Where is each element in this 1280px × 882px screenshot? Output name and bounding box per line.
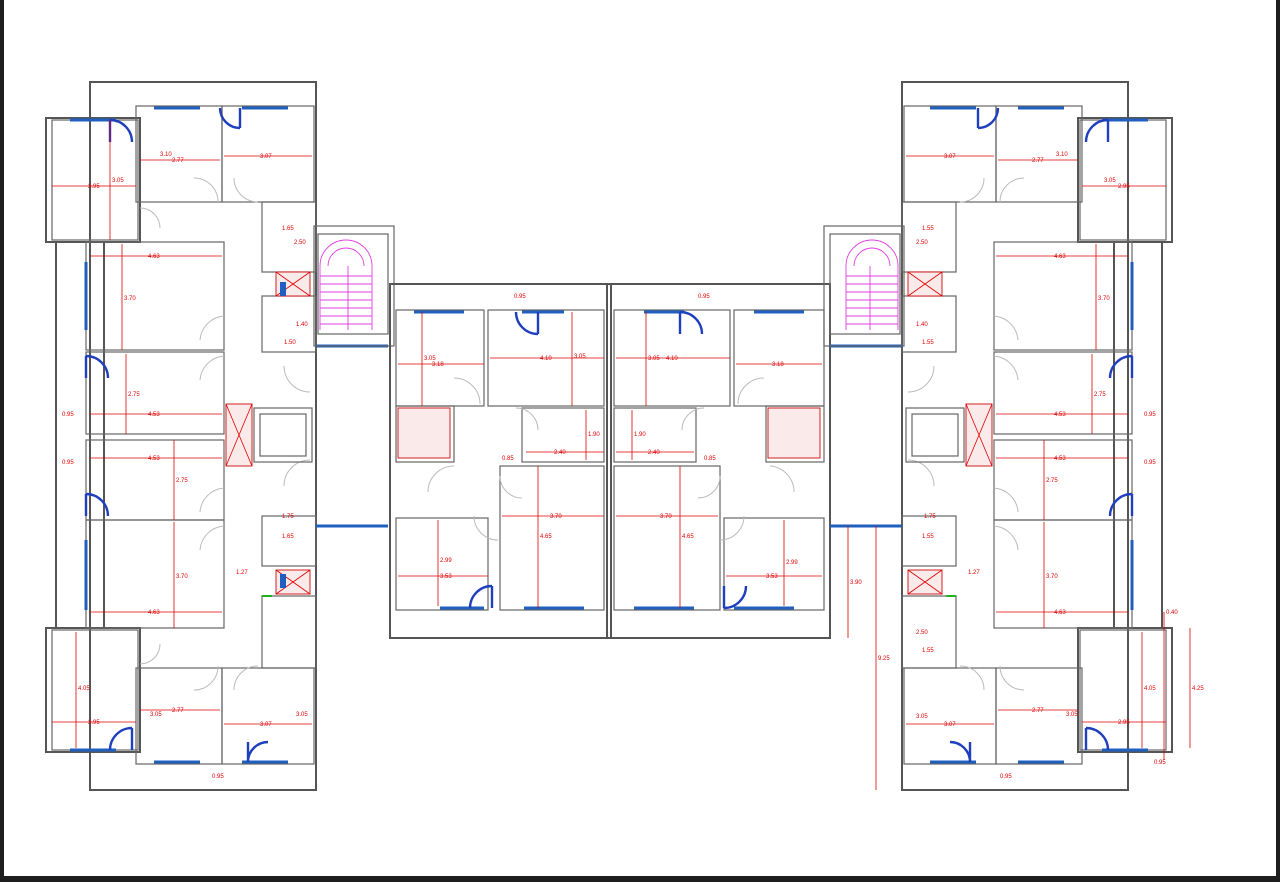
- dim-label: 0.95: [62, 412, 74, 418]
- dim-label: 3.05: [916, 714, 928, 720]
- dim-label: 3.70: [550, 514, 562, 520]
- dim-label: 3.07: [260, 722, 272, 728]
- dim-label: 3.70: [176, 574, 188, 580]
- dim-label: 1.27: [236, 570, 248, 576]
- dim-label: 0.95: [1144, 412, 1156, 418]
- dim-label: 4.53: [1054, 456, 1066, 462]
- dim-label: 2.95: [88, 720, 100, 726]
- dim-label: 1.55: [922, 340, 934, 346]
- dim-label: 1.65: [282, 534, 294, 540]
- dim-label: 4.53: [148, 456, 160, 462]
- left-stair: [313, 225, 395, 347]
- dim-label: 2.99: [440, 558, 452, 564]
- dim-label: 0.95: [62, 460, 74, 466]
- dim-label: 3.90: [850, 580, 862, 586]
- dim-label: 3.70: [1046, 574, 1058, 580]
- dim-label: 3.05: [150, 712, 162, 718]
- left-wing: [45, 81, 388, 791]
- dim-label: 1.55: [922, 226, 934, 232]
- right-wing: [823, 81, 1173, 791]
- dim-label: 4.25: [1192, 686, 1204, 692]
- dim-label: 4.63: [148, 254, 160, 260]
- dim-label: 3.07: [944, 154, 956, 160]
- dim-label: 3.05: [296, 712, 308, 718]
- dim-label: 2.77: [172, 708, 184, 714]
- center-block: [389, 283, 831, 639]
- dim-label: 0.95: [514, 294, 526, 300]
- dim-label: 1.90: [634, 432, 646, 438]
- dim-label: 0.85: [704, 456, 716, 462]
- dim-label: 2.77: [172, 158, 184, 164]
- dim-label: 3.70: [660, 514, 672, 520]
- dim-label: 1.75: [924, 514, 936, 520]
- dim-label: 2.75: [176, 478, 188, 484]
- dim-label: 3.05: [574, 354, 586, 360]
- dim-label: 3.18: [772, 362, 784, 368]
- dimension-annotations: 2.95 2.77 3.07 3.05 3.10 1.65 2.50 4.63 …: [52, 120, 1204, 780]
- dim-label: 4.65: [682, 534, 694, 540]
- dim-label: 3.53: [766, 574, 778, 580]
- dim-label: 3.70: [1098, 296, 1110, 302]
- dim-label: 2.75: [1046, 478, 1058, 484]
- floor-plan: 2.95 2.77 3.07 3.05 3.10 1.65 2.50 4.63 …: [45, 81, 1204, 791]
- dim-label: 3.10: [160, 152, 172, 158]
- dim-label: 4.05: [1144, 686, 1156, 692]
- dim-label: 4.10: [666, 356, 678, 362]
- dim-label: 1.27: [968, 570, 980, 576]
- dim-label: 0.95: [1000, 774, 1012, 780]
- dim-label: 0.40: [1166, 610, 1178, 616]
- dim-label: 3.05: [424, 356, 436, 362]
- drawing-sheet: 2.95 2.77 3.07 3.05 3.10 1.65 2.50 4.63 …: [4, 0, 1276, 876]
- dim-label: 0.95: [212, 774, 224, 780]
- dim-label: 1.65: [282, 226, 294, 232]
- dim-label: 1.50: [284, 340, 296, 346]
- dim-label: 0.95: [1154, 760, 1166, 766]
- dim-label: 3.70: [124, 296, 136, 302]
- dim-label: 1.40: [296, 322, 308, 328]
- dim-label: 2.95: [1118, 184, 1130, 190]
- dim-label: 3.05: [1104, 178, 1116, 184]
- dim-label: 2.77: [1032, 708, 1044, 714]
- dim-label: 0.95: [698, 294, 710, 300]
- dim-label: 2.99: [786, 560, 798, 566]
- dim-label: 4.63: [1054, 254, 1066, 260]
- dim-label: 2.50: [916, 630, 928, 636]
- dim-label: 3.07: [944, 722, 956, 728]
- dim-label: 4.53: [1054, 412, 1066, 418]
- dim-label: 2.40: [554, 450, 566, 456]
- dim-label: 3.05: [112, 178, 124, 184]
- dim-label: 3.05: [1066, 712, 1078, 718]
- dim-label: 2.77: [1032, 158, 1044, 164]
- dim-label: 1.55: [922, 648, 934, 654]
- dim-label: 1.75: [282, 514, 294, 520]
- dim-label: 1.90: [588, 432, 600, 438]
- dim-label: 0.85: [502, 456, 514, 462]
- dim-label: 2.50: [916, 240, 928, 246]
- dim-label: 4.10: [540, 356, 552, 362]
- dim-label: 2.95: [88, 184, 100, 190]
- dim-label: 4.65: [540, 534, 552, 540]
- dim-label: 4.53: [148, 412, 160, 418]
- dim-label: 3.07: [260, 154, 272, 160]
- dim-label: 4.63: [148, 610, 160, 616]
- dim-label: 4.05: [78, 686, 90, 692]
- dim-label: 3.10: [1056, 152, 1068, 158]
- dim-label: 2.75: [1094, 392, 1106, 398]
- dim-label: 4.63: [1054, 610, 1066, 616]
- dim-label: 3.53: [440, 574, 452, 580]
- dim-label: 2.50: [294, 240, 306, 246]
- dim-label: 2.40: [648, 450, 660, 456]
- dim-label: 9.25: [878, 656, 890, 662]
- dim-label: 2.75: [128, 392, 140, 398]
- dim-label: 2.95: [1118, 720, 1130, 726]
- dim-label: 3.18: [432, 362, 444, 368]
- dim-label: 3.05: [648, 356, 660, 362]
- dim-label: 1.40: [916, 322, 928, 328]
- dim-label: 1.55: [922, 534, 934, 540]
- right-outer-dims: [847, 526, 1191, 790]
- dim-label: 0.95: [1144, 460, 1156, 466]
